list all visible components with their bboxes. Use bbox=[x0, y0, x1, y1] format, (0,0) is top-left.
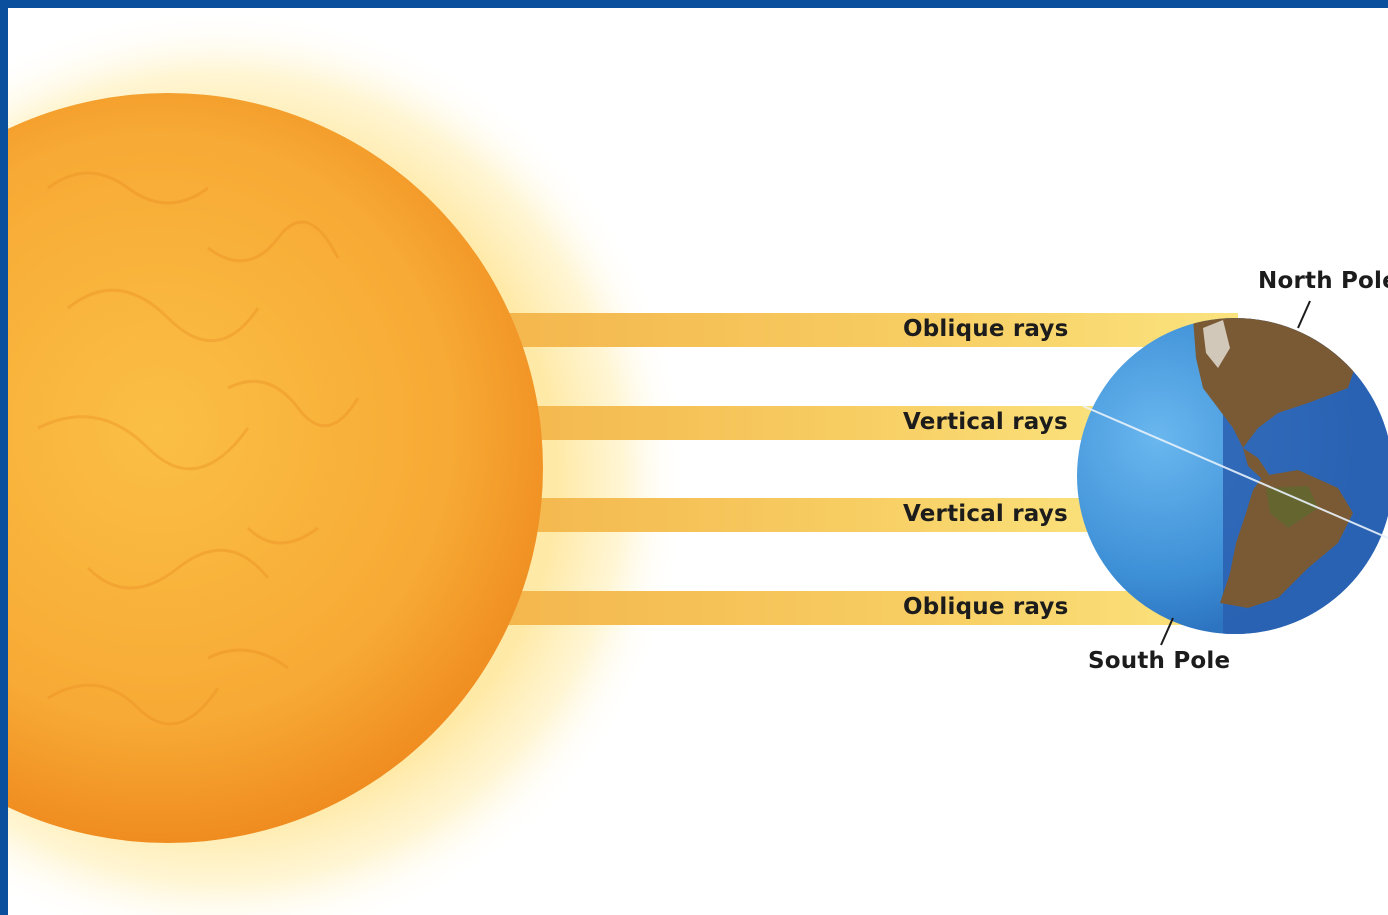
ray-label-oblique-top: Oblique rays bbox=[903, 316, 1069, 342]
north-pole-pointer bbox=[1297, 300, 1311, 329]
south-pole-pointer bbox=[1160, 617, 1174, 646]
north-pole-label: North Pole bbox=[1258, 268, 1388, 294]
ray-label-vertical-2: Vertical rays bbox=[903, 501, 1068, 527]
sun-earth-diagram bbox=[8, 8, 1388, 915]
ray-label-oblique-bottom: Oblique rays bbox=[903, 594, 1069, 620]
ray-vertical-1 bbox=[438, 406, 1128, 440]
south-pole-label: South Pole bbox=[1088, 648, 1231, 674]
ray-vertical-2 bbox=[438, 498, 1128, 532]
sun bbox=[8, 93, 543, 843]
ray-oblique-bottom bbox=[438, 591, 1228, 625]
ray-oblique-top bbox=[438, 313, 1238, 347]
ray-label-vertical-1: Vertical rays bbox=[903, 409, 1068, 435]
diagram-canvas: Oblique rays Vertical rays Vertical rays… bbox=[8, 8, 1388, 915]
sun-texture bbox=[37, 171, 360, 726]
